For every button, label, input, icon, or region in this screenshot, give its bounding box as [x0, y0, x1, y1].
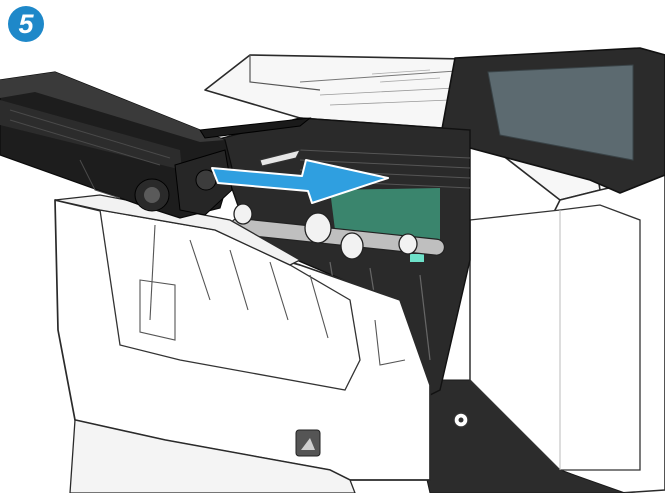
front-door	[54, 194, 469, 493]
toner-cartridge	[0, 71, 233, 219]
insert-direction-arrow-icon	[211, 159, 389, 204]
step-number-badge: 5	[8, 6, 44, 42]
control-panel-display	[439, 47, 665, 194]
interior-release-lever	[199, 117, 312, 167]
